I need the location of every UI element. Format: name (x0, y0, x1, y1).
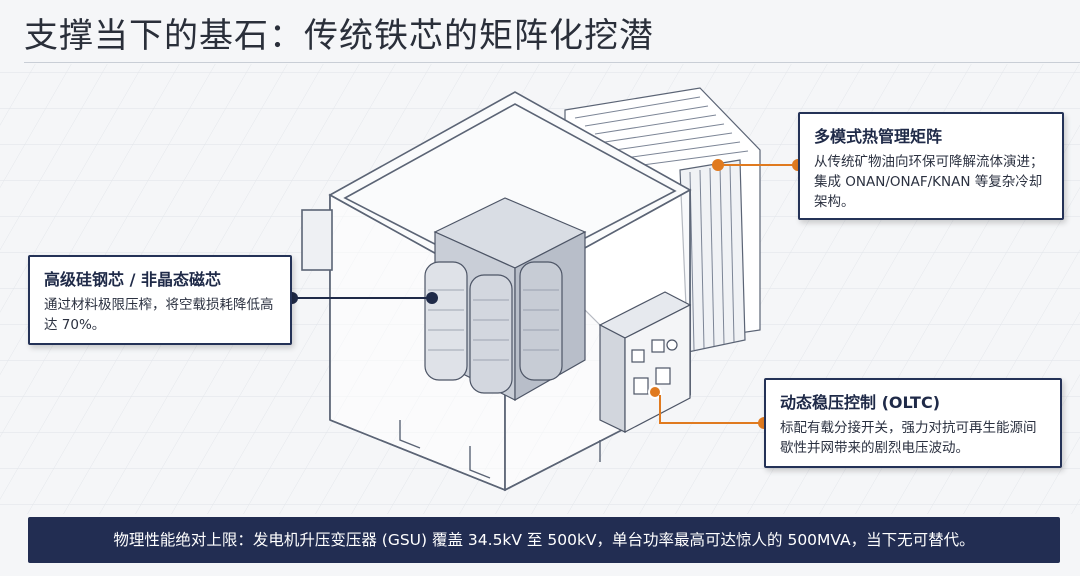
callout-core-heading: 高级硅钢芯 / 非晶态磁芯 (44, 270, 221, 289)
callout-oltc: 动态稳压控制 (OLTC) 标配有载分接开关，强力对抗可再生能源间歇性并网带来的… (764, 378, 1062, 468)
callout-thermal-body: 从传统矿物油向环保可降解流体演进；集成 ONAN/ONAF/KNAN 等复杂冷却… (814, 154, 1044, 210)
callout-core-material: 高级硅钢芯 / 非晶态磁芯 通过材料极限压榨，将空载损耗降低高达 70%。 (28, 255, 292, 345)
summary-banner: 物理性能绝对上限：发电机升压变压器 (GSU) 覆盖 34.5kV 至 500k… (28, 517, 1060, 563)
callout-oltc-heading: 动态稳压控制 (OLTC) (780, 393, 941, 412)
base-skids (399, 420, 601, 479)
title-divider (24, 62, 1080, 63)
oltc-control-box (598, 291, 692, 433)
callout-thermal-heading: 多模式热管理矩阵 (814, 127, 943, 146)
callout-oltc-body: 标配有载分接开关，强力对抗可再生能源间歇性并网带来的剧烈电压波动。 (780, 420, 1037, 456)
page-title: 支撑当下的基石：传统铁芯的矩阵化挖潜 (24, 16, 654, 56)
callout-core-body: 通过材料极限压榨，将空载损耗降低高达 70%。 (44, 297, 274, 333)
callout-thermal-management: 多模式热管理矩阵 从传统矿物油向环保可降解流体演进；集成 ONAN/ONAF/K… (798, 112, 1064, 220)
core-windings (424, 197, 587, 402)
